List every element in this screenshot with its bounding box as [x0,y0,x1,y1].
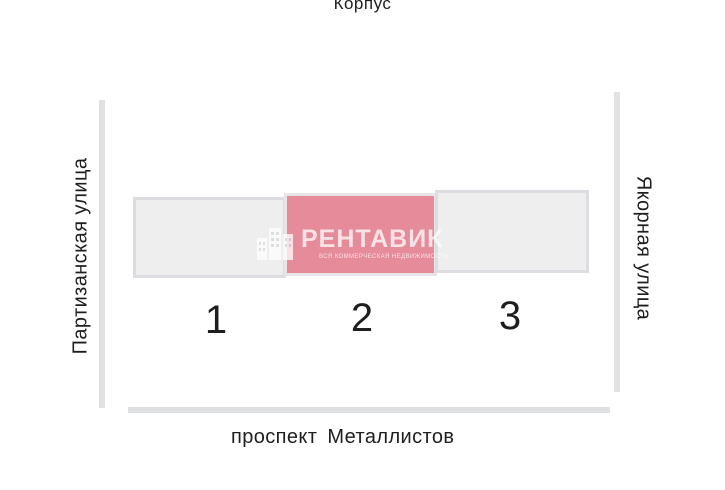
street-label-left: Партизанская улица [69,157,92,355]
street-label-right: Якорная улица [632,175,655,321]
right-street-line [614,92,620,392]
street-label-bottom: проспект Металлистов [231,426,464,449]
street-label-bottom-part-2: Металлистов [327,426,455,448]
street-label-bottom-part-1: проспект [231,426,318,448]
section-2-highlighted[interactable] [284,193,437,276]
building-label: Корпус [333,0,392,13]
section-1[interactable] [133,197,286,278]
section-3[interactable] [435,190,589,273]
section-number-1: 1 [204,298,228,342]
section-number-3: 3 [498,294,522,338]
section-number-2: 2 [350,296,374,340]
left-street-line [99,100,105,408]
bottom-street-line [128,407,610,413]
